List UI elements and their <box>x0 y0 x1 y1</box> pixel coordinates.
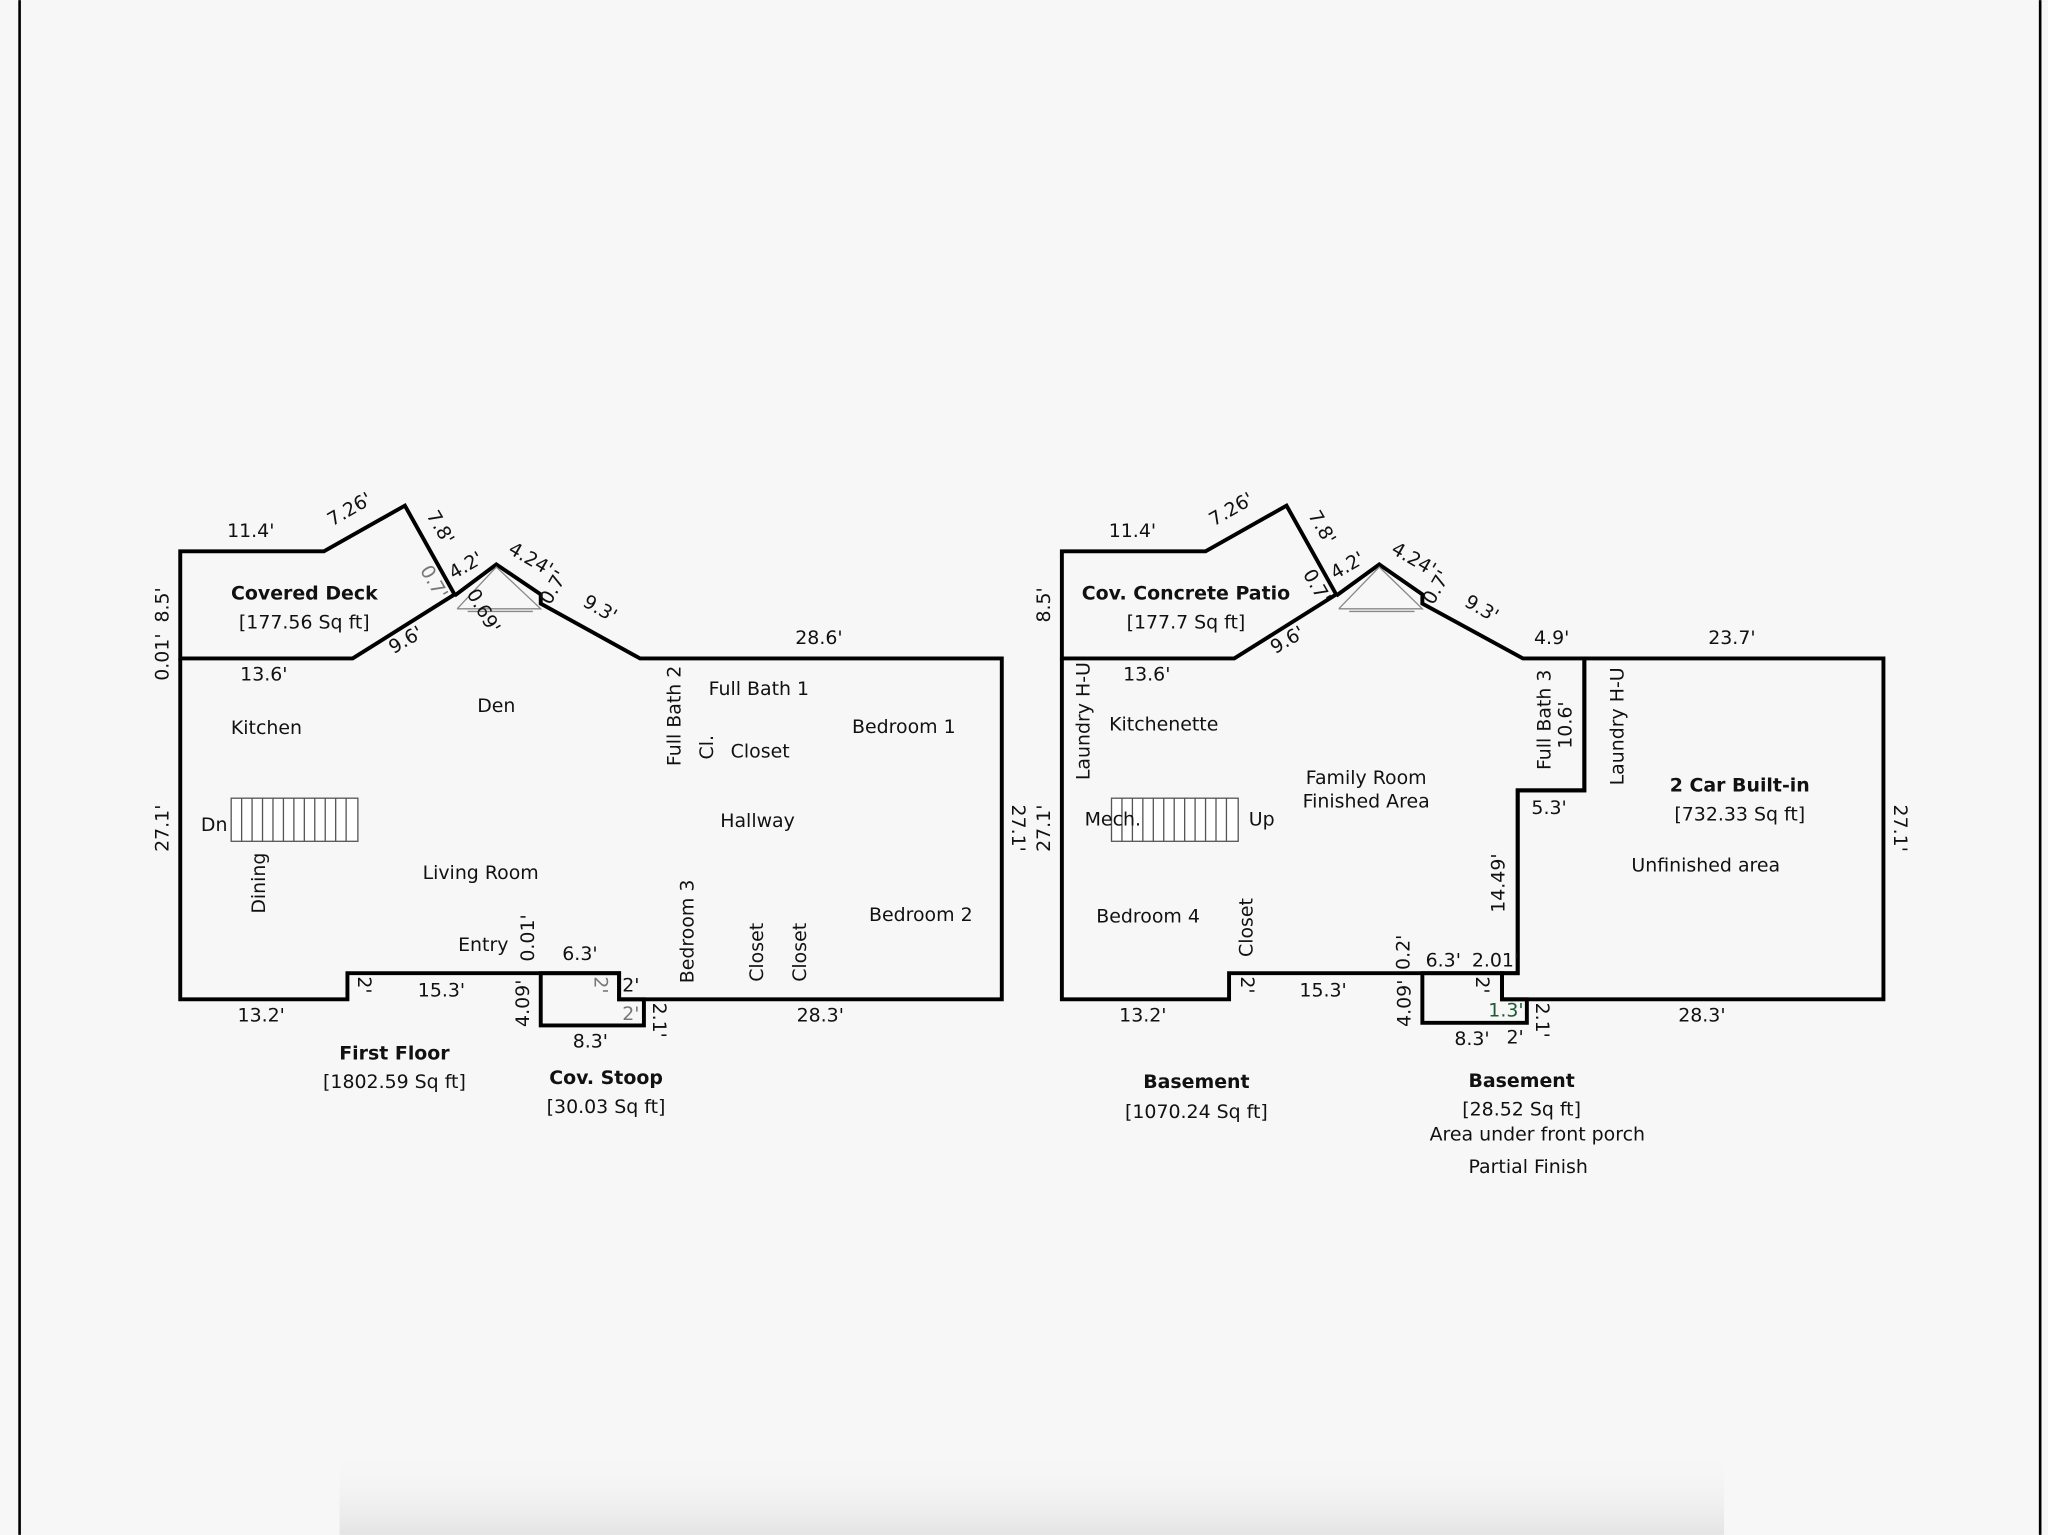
first-floor-area: [1802.59 Sq ft] <box>323 1071 466 1093</box>
cov-stoop-area-label: [30.03 Sq ft] <box>547 1096 666 1118</box>
dimension-label: 4.09' <box>512 980 534 1027</box>
room-label: Closet <box>789 923 811 982</box>
room-label: Mech. <box>1085 809 1141 831</box>
covered-deck-area-label: [177.56 Sq ft] <box>239 611 370 633</box>
room-label: Bedroom 2 <box>869 904 973 926</box>
bay-window <box>1338 566 1424 610</box>
room-label: Bedroom 3 <box>677 880 699 984</box>
room-label: Family Room <box>1306 767 1427 789</box>
dimension-label: 27.1' <box>151 805 173 852</box>
porch-finish-note: Partial Finish <box>1468 1156 1587 1178</box>
dimension-label: 2' <box>1236 976 1258 993</box>
dimension-label: 4.9' <box>1534 627 1569 649</box>
porch-area-label: [28.52 Sq ft] <box>1462 1099 1581 1121</box>
dimension-label: 23.7' <box>1708 627 1755 649</box>
room-label: Laundry H-U <box>1072 662 1094 780</box>
dimension-label: 13.2' <box>238 1005 285 1027</box>
room-label: Closet <box>731 741 790 763</box>
basement-plan: Cov. Concrete Patio [177.7 Sq ft] 2 Car … <box>1033 488 1911 1178</box>
dimension-label: 2.1' <box>648 1003 670 1038</box>
dimension-label: 28.6' <box>795 627 842 649</box>
basement-area: [1070.24 Sq ft] <box>1125 1101 1268 1123</box>
room-label: Den <box>477 695 515 717</box>
garage-area-label: [732.33 Sq ft] <box>1674 803 1805 825</box>
dimension-label: 15.3' <box>418 980 465 1002</box>
dimension-label: 0.2' <box>1392 935 1414 970</box>
basement-walls <box>1059 561 1587 1002</box>
dimension-label: 13.2' <box>1119 1005 1166 1027</box>
room-label: Up <box>1249 809 1275 831</box>
patio-title: Cov. Concrete Patio <box>1082 583 1290 605</box>
room-label: Entry <box>458 934 508 956</box>
dimension-label: 2' <box>622 1003 639 1025</box>
dimension-label: 2' <box>589 976 611 993</box>
staircase-icon <box>230 797 359 842</box>
dimension-label: 15.3' <box>1299 980 1346 1002</box>
dimension-label: 14.49' <box>1488 853 1510 912</box>
bay-window <box>456 566 543 610</box>
dimension-label: 10.6' <box>1554 701 1576 748</box>
dimension-label: 28.3' <box>797 1005 844 1027</box>
dimension-label: 6.3' <box>1426 950 1461 972</box>
dimension-label: 11.4' <box>1109 520 1156 542</box>
bottom-shadow <box>339 1449 1725 1535</box>
staircase-icon <box>1110 797 1239 842</box>
room-label: Kitchenette <box>1109 713 1218 735</box>
dimension-label: 8.3' <box>1454 1028 1489 1050</box>
room-label: Cl. <box>696 735 718 759</box>
room-label: Dn <box>201 814 228 836</box>
cov-stoop-title: Cov. Stoop <box>549 1067 663 1089</box>
room-label: Full Bath 2 <box>663 666 685 766</box>
garage-title: 2 Car Built-in <box>1670 775 1810 797</box>
dimension-label: 2' <box>1471 976 1493 993</box>
dimension-label: 0.01' <box>517 914 539 961</box>
dimension-label: 1.3' <box>1488 999 1523 1021</box>
room-label: Kitchen <box>231 717 302 739</box>
room-label: Dining <box>248 853 270 914</box>
dimension-label: 0.01' <box>151 633 173 680</box>
dimension-label: 11.4' <box>227 520 274 542</box>
room-label: Full Bath 1 <box>709 678 809 700</box>
dimension-label: 5.3' <box>1531 797 1566 819</box>
dimension-label: 8.3' <box>573 1031 608 1053</box>
room-label: Full Bath 3 <box>1533 670 1555 770</box>
basement-title: Basement <box>1143 1071 1249 1093</box>
first-floor-title: First Floor <box>339 1042 450 1064</box>
room-label: Bedroom 1 <box>852 716 956 738</box>
covered-deck-title: Covered Deck <box>231 583 378 605</box>
patio-area-label: [177.7 Sq ft] <box>1127 611 1246 633</box>
garage-note: Unfinished area <box>1631 854 1780 876</box>
room-label: Finished Area <box>1303 790 1430 812</box>
dimension-label: 8.5' <box>1033 587 1055 622</box>
porch-note: Area under front porch <box>1430 1123 1645 1145</box>
dimension-label: 4.09' <box>1394 980 1416 1027</box>
dimension-label: 28.3' <box>1678 1005 1725 1027</box>
dimension-label: 13.6' <box>1123 664 1170 686</box>
dimension-label: 13.6' <box>240 664 287 686</box>
dimension-label: 2.01' <box>1472 950 1519 972</box>
dimension-label: 2' <box>353 976 375 993</box>
dimension-label: 8.5' <box>151 587 173 622</box>
room-label: Bedroom 4 <box>1096 905 1200 927</box>
dimension-label: 27.1' <box>1033 805 1055 852</box>
room-label: Hallway <box>720 810 795 832</box>
dimension-label: 6.3' <box>562 943 597 965</box>
room-label: Closet <box>1236 898 1258 957</box>
porch-title: Basement <box>1468 1070 1574 1092</box>
first-floor-walls <box>178 561 1004 1002</box>
room-label: Laundry H-U <box>1607 667 1629 785</box>
dimension-label: 2' <box>622 975 639 997</box>
dimension-label: 27.1' <box>1007 805 1029 852</box>
dimension-label: 2.1' <box>1531 1003 1553 1038</box>
dimension-label: 27.1' <box>1889 805 1911 852</box>
room-label: Closet <box>746 923 768 982</box>
room-label: Living Room <box>423 862 539 884</box>
dimension-label: 2' <box>1506 1027 1523 1049</box>
